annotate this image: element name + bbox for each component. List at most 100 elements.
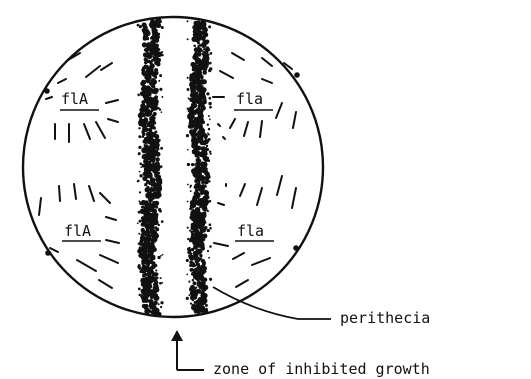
perithecium-dot [155, 95, 159, 99]
perithecium-dot [149, 146, 153, 150]
perithecium-dot [190, 74, 192, 76]
label-top-right: fla [236, 90, 263, 108]
perithecium-dot [205, 174, 210, 179]
perithecium-dot [198, 159, 201, 162]
perithecium-dot [197, 208, 200, 211]
perithecia-band-left [137, 18, 164, 317]
perithecium-dot [139, 200, 141, 202]
perithecium-dot [201, 181, 203, 183]
perithecium-dot [189, 287, 194, 292]
perithecium-dot [138, 114, 141, 117]
perithecium-dot [153, 185, 156, 188]
perithecium-dot [207, 250, 209, 252]
perithecium-dot [191, 103, 194, 106]
perithecium-dot [198, 249, 201, 252]
perithecium-dot [155, 44, 159, 48]
perithecium-dot [205, 304, 208, 307]
perithecium-dot [138, 243, 140, 245]
perithecium-dot [201, 36, 206, 41]
perithecium-dot [151, 184, 154, 187]
perithecia-leader-line [213, 287, 331, 319]
perithecium-dot [161, 96, 163, 98]
perithecium-dot [195, 143, 197, 145]
perithecium-dot [153, 75, 155, 77]
perithecium-dot [155, 269, 157, 271]
perithecium-dot [146, 163, 150, 167]
perithecium-dot [208, 69, 211, 72]
perithecium-dot [194, 152, 198, 156]
perithecium-dot [149, 303, 154, 308]
perithecium-dot [154, 68, 158, 72]
perithecium-dot [195, 105, 197, 107]
perithecium-dot [151, 246, 153, 248]
label-bottom-left: flA [64, 222, 91, 240]
perithecium-dot [209, 245, 212, 248]
perithecium-dot [199, 140, 204, 145]
perithecium-dot [199, 126, 201, 128]
perithecium-dot [138, 152, 141, 155]
perithecium-dot [187, 107, 189, 109]
perithecium-dot [208, 25, 211, 28]
perithecium-dot [159, 88, 162, 91]
perithecium-dot [209, 227, 212, 230]
perithecium-dot [138, 288, 141, 291]
perithecium-dot [198, 71, 201, 74]
perithecium-dot [143, 245, 147, 249]
perithecium-dot [151, 35, 156, 40]
perithecium-dot [189, 230, 191, 232]
perithecium-dot [206, 145, 208, 147]
zone-arrow-head [171, 330, 183, 341]
perithecium-dot [193, 65, 197, 69]
perithecium-dot [201, 130, 204, 133]
perithecium-dot [188, 281, 190, 283]
perithecium-dot [189, 76, 194, 81]
perithecium-dot [139, 270, 142, 273]
perithecium-dot [145, 73, 150, 78]
perithecium-dot [198, 148, 200, 150]
perithecium-dot [140, 249, 144, 253]
perithecium-dot [159, 108, 161, 110]
perithecium-dot [157, 36, 160, 39]
perithecia-label: perithecia [340, 309, 430, 327]
perithecium-dot [140, 209, 145, 214]
perithecium-dot [139, 162, 142, 165]
perithecium-dot [145, 173, 150, 178]
perithecium-dot [146, 210, 150, 214]
perithecium-dot [149, 153, 153, 157]
perithecium-dot [155, 157, 160, 162]
perithecium-dot [188, 294, 190, 296]
perithecium-dot [198, 153, 200, 155]
perithecium-dot [208, 257, 210, 259]
perithecium-dot [160, 165, 163, 168]
perithecium-dot [139, 220, 142, 223]
perithecium-dot [187, 163, 190, 166]
perithecium-dot [161, 220, 164, 223]
label-bottom-right: fla [237, 222, 264, 240]
perithecium-dot [158, 33, 160, 35]
perithecium-dot [138, 267, 141, 270]
perithecium-dot [196, 301, 199, 304]
perithecium-dot [201, 59, 206, 64]
perithecium-dot [150, 49, 155, 54]
rim-dot-bottom-right [293, 245, 299, 251]
perithecium-dot [186, 259, 189, 262]
perithecium-dot [193, 281, 197, 285]
perithecium-dot [145, 193, 149, 197]
perithecium-dot [187, 248, 190, 251]
perithecium-dot [138, 146, 141, 149]
perithecium-dot [150, 177, 156, 183]
perithecium-dot [148, 150, 151, 153]
perithecium-dot [190, 111, 192, 113]
perithecium-dot [137, 179, 139, 181]
perithecium-dot [208, 102, 211, 105]
perithecium-dot [159, 74, 162, 77]
perithecium-dot [145, 96, 149, 100]
perithecium-dot [143, 113, 146, 116]
perithecium-dot [145, 236, 149, 240]
perithecium-dot [194, 47, 199, 52]
perithecium-dot [200, 257, 202, 259]
perithecium-dot [202, 91, 205, 94]
perithecium-dot [202, 299, 207, 304]
perithecium-dot [140, 166, 142, 168]
